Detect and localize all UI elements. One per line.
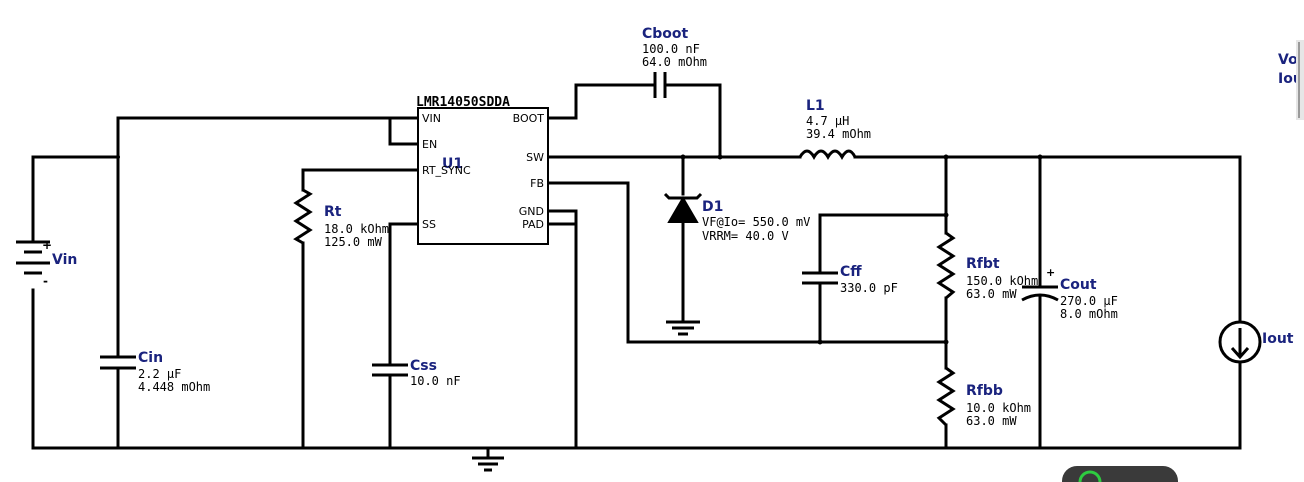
u1-ref: U1 <box>442 156 463 172</box>
rfbb-value: 10.0 kOhm <box>966 401 1031 415</box>
u1-ic[interactable]: LMR14050SDDA U1 VIN EN RT_SYNC SS BOOT S… <box>416 95 549 245</box>
u1-pin-fb: FB <box>530 177 544 190</box>
rfbt-power: 63.0 mW <box>966 287 1017 301</box>
cboot-esr: 64.0 mOhm <box>642 55 707 69</box>
ground-main <box>472 448 504 472</box>
rfbt-value: 150.0 kOhm <box>966 274 1038 288</box>
rfbt-label: Rfbt <box>966 256 1000 272</box>
d1-label: D1 <box>702 199 723 215</box>
l1-dcr: 39.4 mOhm <box>806 127 871 141</box>
cff-label: Cff <box>840 264 862 280</box>
rfbb-label: Rfbb <box>966 383 1003 399</box>
rfbb-resistor[interactable]: Rfbb 10.0 kOhm 63.0 mW <box>936 366 1031 428</box>
d1-vrrm: VRRM= 40.0 V <box>702 229 789 243</box>
u1-pin-rt-sync: RT_SYNC <box>422 164 471 177</box>
cin-esr: 4.448 mOhm <box>138 380 210 394</box>
wires <box>31 83 1242 450</box>
d1-vf: VF@Io= 550.0 mV <box>702 215 810 229</box>
cff-value: 330.0 pF <box>840 281 898 295</box>
cin-label: Cin <box>138 350 163 366</box>
rt-resistor[interactable]: Rt 18.0 kOhm 125.0 mW <box>293 188 389 249</box>
l1-label: L1 <box>806 98 825 114</box>
l1-value: 4.7 µH <box>806 114 849 128</box>
u1-pin-vin: VIN <box>422 112 441 125</box>
svg-text:+: + <box>1046 266 1055 279</box>
cin-capacitor[interactable]: Cin 2.2 µF 4.448 mOhm <box>100 350 210 394</box>
svg-text:-: - <box>43 274 48 288</box>
u1-pin-boot: BOOT <box>513 112 545 125</box>
cout-value: 270.0 µF <box>1060 294 1118 308</box>
cboot-value: 100.0 nF <box>642 42 700 56</box>
rfbt-resistor[interactable]: Rfbt 150.0 kOhm 63.0 mW <box>936 231 1038 301</box>
u1-pin-sw: SW <box>526 151 544 164</box>
cout-label: Cout <box>1060 277 1097 293</box>
iout-load[interactable]: Iout <box>1218 320 1294 364</box>
junctions <box>116 154 1043 345</box>
rt-value: 18.0 kOhm <box>324 222 389 236</box>
vin-label: Vin <box>52 252 77 268</box>
cout-capacitor[interactable]: + Cout 270.0 µF 8.0 mOhm <box>1021 266 1118 321</box>
u1-pin-en: EN <box>422 138 437 151</box>
ground-d1 <box>666 320 700 336</box>
cboot-capacitor[interactable]: Cboot 100.0 nF 64.0 mOhm <box>642 26 707 98</box>
d1-diode[interactable]: D1 VF@Io= 550.0 mV VRRM= 40.0 V <box>663 192 810 243</box>
u1-pin-pad: PAD <box>522 218 544 231</box>
svg-text:+: + <box>42 238 52 252</box>
u1-pin-gnd: GND <box>519 205 544 218</box>
rt-power: 125.0 mW <box>324 235 383 249</box>
scrollbar[interactable] <box>1296 40 1304 120</box>
u1-part-number: LMR14050SDDA <box>416 95 510 110</box>
css-capacitor[interactable]: Css 10.0 nF <box>372 358 461 388</box>
css-value: 10.0 nF <box>410 374 461 388</box>
floating-widget[interactable] <box>1062 466 1178 482</box>
css-label: Css <box>410 358 437 374</box>
rt-label: Rt <box>324 204 342 220</box>
iout-label: Iout <box>1262 331 1294 347</box>
u1-pin-ss: SS <box>422 218 436 231</box>
l1-inductor[interactable]: L1 4.7 µH 39.4 mOhm <box>798 98 871 160</box>
cboot-label: Cboot <box>642 26 689 42</box>
cff-capacitor[interactable]: Cff 330.0 pF <box>802 264 898 295</box>
vin-source[interactable]: + - Vin <box>16 238 77 288</box>
cout-esr: 8.0 mOhm <box>1060 307 1118 321</box>
rfbb-power: 63.0 mW <box>966 414 1017 428</box>
cin-value: 2.2 µF <box>138 367 181 381</box>
